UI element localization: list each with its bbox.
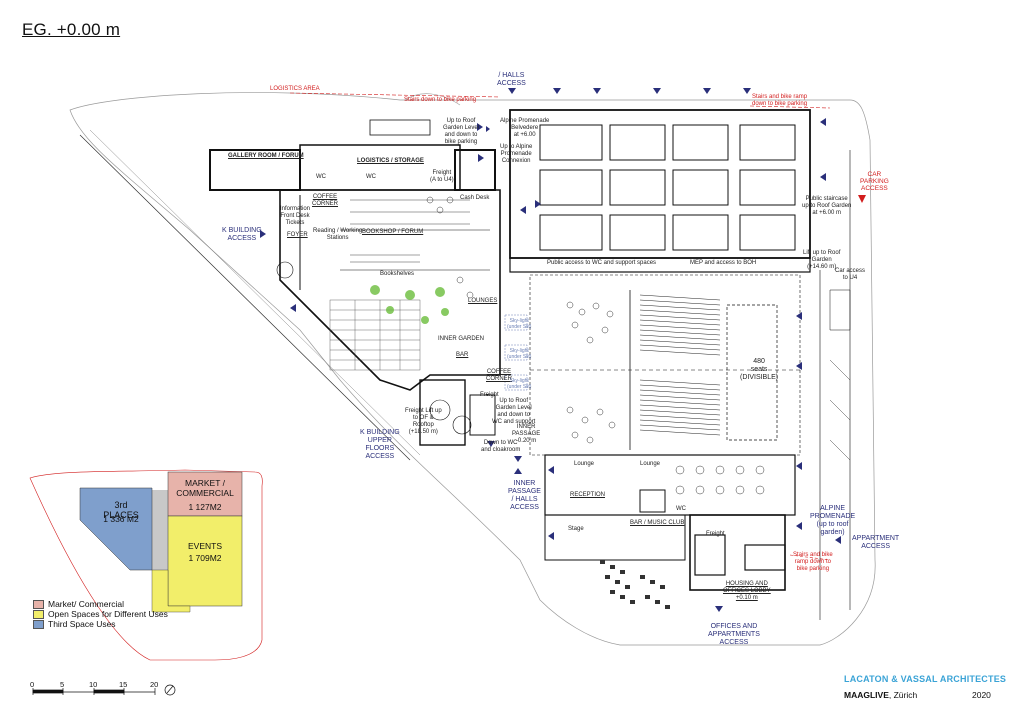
- sky-light-label-1: Sky-light (under Slit): [507, 318, 532, 330]
- legend-label-third-space: Third Space Uses: [48, 619, 116, 629]
- inner-passage-level-label: INNER PASSAGE -0.20 m: [512, 424, 541, 444]
- market-value: 1 127M2: [188, 502, 222, 512]
- seats-label: 480 seats (DIVISIBLE): [740, 358, 779, 381]
- stage-label: Stage: [568, 526, 584, 532]
- alpine-promenade-label: ALPINE PROMENADE (up to roof garden): [810, 505, 856, 536]
- auditorium-seats: [639, 294, 721, 436]
- stairs-bike-label-lower: Stairs and bike ramp down to bike parkin…: [793, 552, 833, 572]
- service-stair-label: Public staircase up to Roof Garden at +6…: [802, 196, 852, 216]
- bookshelf-rows: [350, 199, 470, 263]
- appartment-access-label: APPARTMENT ACCESS: [852, 535, 900, 550]
- table-clusters: [426, 196, 765, 495]
- coffee-corner-mid-label: COFFEE CORNER: [486, 369, 513, 382]
- freight-k-label: Freight Lift up to OF & Rooftop (+18.50 …: [405, 408, 442, 435]
- events-value: 1 709M2: [188, 553, 222, 563]
- scale-label-10: 10: [89, 680, 98, 689]
- k-building: [209, 119, 501, 446]
- freight-lower-label: Freight: [706, 531, 725, 537]
- ramp: [819, 150, 851, 620]
- scale-label-0: 0: [30, 680, 35, 689]
- housing-lobby-label: HOUSING AND OFFICES LOBBY +0.10 m: [723, 581, 771, 601]
- scale-label-20: 20: [150, 680, 159, 689]
- scale-label-15: 15: [119, 680, 128, 689]
- car-parking-label: CAR PARKING ACCESS: [860, 171, 889, 192]
- project-name: MAAGLIVE, Zürich: [844, 690, 917, 700]
- legend-swatch-market: [33, 599, 44, 609]
- project-year: 2020: [972, 690, 991, 700]
- up-to-roof-top-label: Up to Roof Garden Level and down to bike…: [443, 118, 480, 145]
- lounge-label-2: Lounge: [640, 461, 661, 467]
- freight-top-label: Freight (A to U4): [430, 170, 454, 183]
- legend-item-market: Market/ Commercial: [33, 599, 168, 609]
- project-city: , Zürich: [888, 690, 918, 700]
- bookshop-label: BOOKSHOP / FORUM: [362, 229, 424, 235]
- lower-block: [544, 454, 796, 591]
- halls-access-label: / HALLS ACCESS: [497, 72, 526, 87]
- plants: [370, 285, 449, 324]
- legend-item-open-spaces: Open Spaces for Different Uses: [33, 609, 168, 619]
- offices-access-label: OFFICES AND APPARTMENTS ACCESS: [708, 623, 760, 646]
- logistics-area-label: LOGISTICS AREA: [270, 86, 320, 92]
- public-access-label: Public access to WC and support spaces: [547, 260, 657, 266]
- wc-label-b: WC: [366, 174, 376, 180]
- sky-light-label-2: Sky-light (under Slit): [507, 348, 532, 360]
- project-name-bold: MAAGLIVE: [844, 690, 889, 700]
- third-places-label: 3rd PLACES: [103, 500, 139, 520]
- events-label: EVENTS: [187, 541, 222, 551]
- legend-swatch-third-space: [33, 619, 44, 629]
- scale-label-5: 5: [60, 680, 65, 689]
- garden-seating: [329, 299, 421, 371]
- inner-passage-label: INNER PASSAGE / HALLS ACCESS: [508, 480, 541, 511]
- lounges-label: LOUNGES: [468, 298, 498, 304]
- coffee-corner-top-label: COFFEE CORNER: [312, 194, 339, 207]
- reading-label: Reading / Working Stations: [313, 228, 363, 241]
- market-label: MARKET / COMMERCIAL: [176, 478, 234, 498]
- skylights: [504, 314, 528, 391]
- foyer-label: FOYER: [287, 232, 308, 238]
- k-building-upper-label: K BUILDING UPPER FLOORS ACCESS: [360, 429, 400, 460]
- car-access-u4-label: Car access to U4: [835, 268, 866, 281]
- logistics-storage-label: LOGISTICS / STORAGE: [357, 158, 424, 164]
- up-to-roof-mid-label: Up to Roof Garden Level and down to WC a…: [492, 398, 536, 425]
- inner-garden-label: INNER GARDEN: [438, 336, 485, 342]
- stage-seating: [600, 560, 670, 609]
- wc-label-a: WC: [316, 174, 326, 180]
- legend: Market/ Commercial Open Spaces for Diffe…: [33, 599, 168, 629]
- legend-item-third-space: Third Space Uses: [33, 619, 168, 629]
- sky-light-label-3: Sky-light (under Slit): [507, 378, 532, 390]
- up-to-alpine-label: Up to Alpine Promenade Connexion: [500, 144, 533, 164]
- freight-label-l: Freight: [480, 392, 499, 398]
- access-arrow-icon: [260, 88, 841, 612]
- legend-label-open-spaces: Open Spaces for Different Uses: [48, 609, 168, 619]
- north-arrow-icon: [164, 684, 176, 696]
- firm-name: LACATON & VASSAL ARCHITECTES: [844, 674, 1007, 684]
- lift-roof-label: Lift up to Roof Garden (+14.60 m): [803, 250, 841, 270]
- alpine-belvedere-label: Alpine Promenade Belvedere at +6.00: [500, 118, 550, 138]
- car-access-arrow-icon: [858, 195, 866, 203]
- lounge-label-1: Lounge: [574, 461, 595, 467]
- bookshelves-label: Bookshelves: [380, 271, 415, 277]
- reception-label: RECEPTION: [570, 492, 606, 498]
- scale-bar: [32, 688, 156, 695]
- usage-diagram: [29, 469, 263, 661]
- information-label: Information Front Desk Tickets: [280, 206, 311, 226]
- stairs-bike-label-right: Stairs and bike ramp down to bike parkin…: [752, 94, 808, 107]
- legend-label-market: Market/ Commercial: [48, 599, 125, 609]
- hall-top: [509, 109, 811, 273]
- down-wc-label: Down to WC and cloakroom: [481, 440, 521, 453]
- mep-label: MEP and access to BOH: [690, 260, 757, 266]
- cash-desk-label: Cash Desk: [460, 195, 490, 201]
- legend-swatch-open-spaces: [33, 609, 44, 619]
- bar-music-label: BAR / MUSIC CLUB: [630, 520, 685, 526]
- gallery-room-label: GALLERY ROOM / FORUM: [228, 153, 304, 159]
- k-building-access-label: K BUILDING ACCESS: [222, 227, 262, 242]
- third-places-value: 1 336 M2: [103, 514, 139, 524]
- stairs-bike-label-left: Stairs down to bike parking: [404, 97, 477, 103]
- wc-label: WC: [676, 506, 686, 512]
- page-title: EG. +0.00 m: [22, 20, 121, 39]
- bar-label: BAR: [456, 352, 469, 358]
